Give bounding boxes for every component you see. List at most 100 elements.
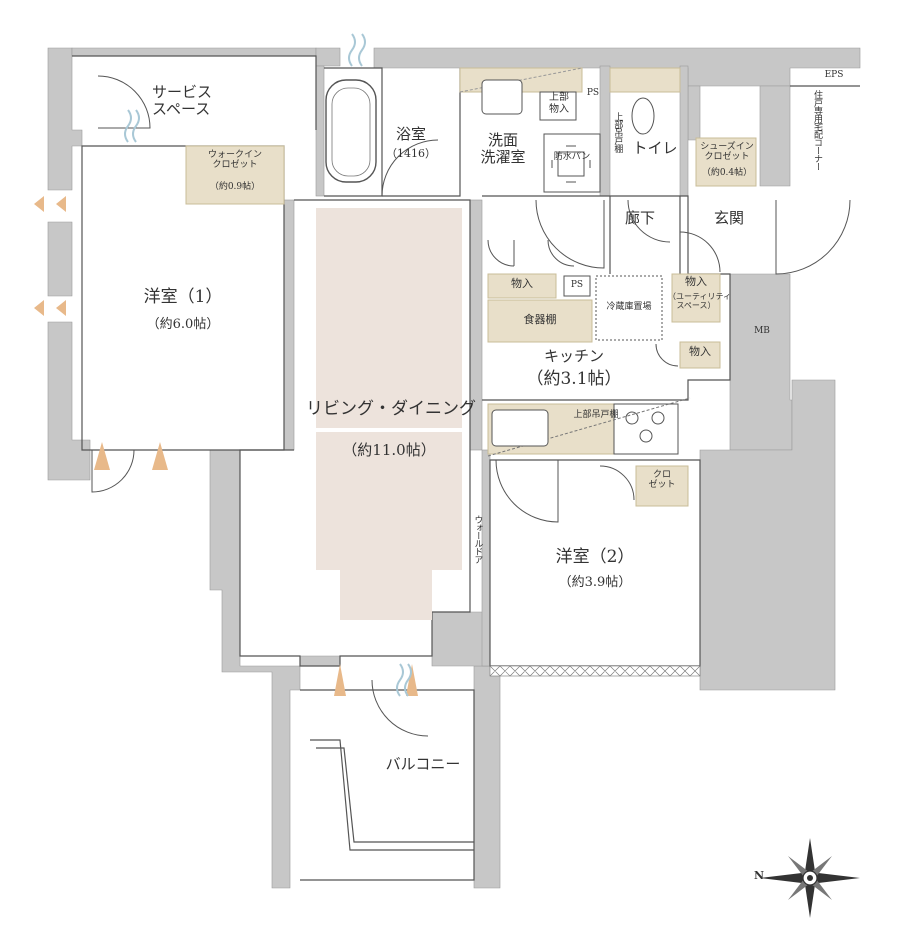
- walk-in-closet-box: [185, 145, 285, 205]
- wall-bottom-left: [209, 449, 301, 889]
- room2-hatch: [489, 665, 701, 677]
- door-utility: [679, 231, 721, 273]
- ps1-label: PS: [586, 88, 600, 98]
- western-room1-label: 洋室（1）: [143, 287, 223, 307]
- upper-storage-label: 上部 物入: [549, 92, 569, 115]
- ldk-outline: [239, 199, 471, 667]
- wall-partition-bath: [315, 65, 325, 197]
- balcony-rail-inner: [316, 747, 474, 843]
- ldk-label: リビング・ダイニング: [306, 399, 476, 419]
- service-space-label: サービス スペース: [152, 83, 213, 119]
- hall-outline: [609, 196, 681, 274]
- western-room1-size: （約6.0帖）: [146, 317, 220, 332]
- balcony-outline: [300, 689, 475, 881]
- door-kitchen-storage: [655, 343, 679, 367]
- door-room1-bottom: [91, 449, 135, 493]
- storage2-box: [679, 341, 721, 369]
- cupboard-box: [487, 299, 593, 343]
- closet-label: クロ ゼット: [648, 470, 676, 491]
- upper-shelf-kitchen-label: 上部吊戸棚: [573, 410, 619, 420]
- shoes-closet-box: [695, 137, 757, 187]
- washroom-outline: [382, 68, 461, 197]
- utility-storage-label: 物入: [685, 275, 707, 288]
- cupboard-label: 食器棚: [523, 313, 557, 326]
- bath-size: （1416）: [386, 147, 436, 160]
- storage-outlines: [459, 67, 691, 457]
- storage1-label: 物入: [511, 277, 533, 290]
- wall-door-label: ウォールドア: [472, 515, 483, 563]
- storage1-box: [487, 273, 557, 299]
- wall-room2-left: [431, 611, 489, 667]
- balcony-label: バルコニー: [385, 755, 461, 773]
- eps-label: EPS: [824, 70, 844, 80]
- airflow-marks: [34, 33, 418, 697]
- ldk-floor: [316, 208, 462, 620]
- door-balcony: [371, 679, 429, 737]
- bath-label: 浴室: [395, 125, 426, 143]
- service-space-outline: [72, 55, 317, 130]
- door-service: [97, 75, 151, 129]
- door-room2: [495, 459, 559, 523]
- wall-ldk-bottom: [299, 655, 341, 667]
- wall-partition-toilet: [679, 65, 689, 197]
- door-closet: [599, 465, 635, 501]
- waterproof-pan-label: 防水パン: [553, 152, 591, 162]
- utility-box: [671, 273, 721, 323]
- door-bath: [381, 139, 439, 197]
- wall-balcony-right: [473, 665, 501, 889]
- wall-partition-room1: [283, 199, 295, 451]
- closet-box: [635, 465, 689, 507]
- door-swings: [91, 75, 851, 737]
- washroom-label: 洗面 洗濯室: [480, 131, 526, 167]
- door-storage-left: [487, 239, 515, 267]
- wall-left-mid: [47, 221, 73, 297]
- bath-outline: [324, 67, 383, 197]
- kitchen-sink: [491, 409, 549, 447]
- compass-north-label: N: [753, 869, 765, 882]
- bathtub-inner: [331, 87, 371, 177]
- ps2-label: PS: [570, 280, 584, 290]
- western-room2-label: 洋室（2）: [555, 547, 635, 567]
- utility-storage-sub: （ユーティリティ スペース）: [668, 292, 732, 311]
- toilet-upper-box: [609, 67, 681, 93]
- walls: [47, 47, 861, 889]
- toilet-label: トイレ: [632, 139, 678, 157]
- kitchen-label: キッチン: [543, 347, 604, 365]
- door-storage-right: [547, 239, 575, 267]
- wall-top-left: [71, 47, 317, 57]
- waterproof-pan-icon: [551, 145, 591, 183]
- wall-top-mid: [315, 47, 341, 67]
- kitchen-outline: [482, 195, 731, 401]
- shoes-closet-size: （約0.4帖）: [701, 168, 753, 178]
- balcony-rail: [310, 739, 474, 851]
- mb-label: MB: [754, 326, 770, 336]
- walk-in-closet-label: ウォークイン クロゼット: [207, 150, 262, 171]
- bathtub: [325, 79, 377, 183]
- wall-right-top: [687, 85, 701, 141]
- stove-icon: [625, 411, 665, 443]
- shoes-closet-label: シューズイン クロゼット: [700, 142, 754, 163]
- fridge-space-label: 冷蔵庫置場: [606, 302, 652, 312]
- delivery-corner-label: 住戸専用宅配コーナー: [812, 90, 822, 170]
- wall-left-lower: [47, 321, 91, 481]
- wall-partition-room2: [481, 449, 491, 667]
- door-toilet: [627, 199, 671, 243]
- wall-left-upper: [47, 47, 83, 191]
- wash-basin: [481, 79, 523, 115]
- storage2-label: 物入: [689, 345, 711, 358]
- upper-shelf-vertical-label: 上部吊戸棚: [612, 112, 623, 152]
- entrance-label: 玄関: [713, 209, 744, 227]
- ldk-size: （約11.0帖）: [342, 441, 436, 459]
- door-hall: [535, 199, 605, 269]
- wall-right-mid: [729, 273, 793, 451]
- kitchen-size: （約3.1帖）: [526, 369, 622, 389]
- walk-in-closet-size: （約0.9帖）: [209, 182, 261, 192]
- hallway-label: 廊下: [624, 209, 655, 227]
- compass-rose-icon: [760, 838, 860, 918]
- door-entrance: [775, 199, 851, 275]
- wall-partition-corridor: [599, 65, 611, 197]
- toilet-bowl: [631, 97, 655, 135]
- wall-eps-left: [759, 85, 791, 187]
- western-room2-size: （約3.9帖）: [558, 575, 632, 590]
